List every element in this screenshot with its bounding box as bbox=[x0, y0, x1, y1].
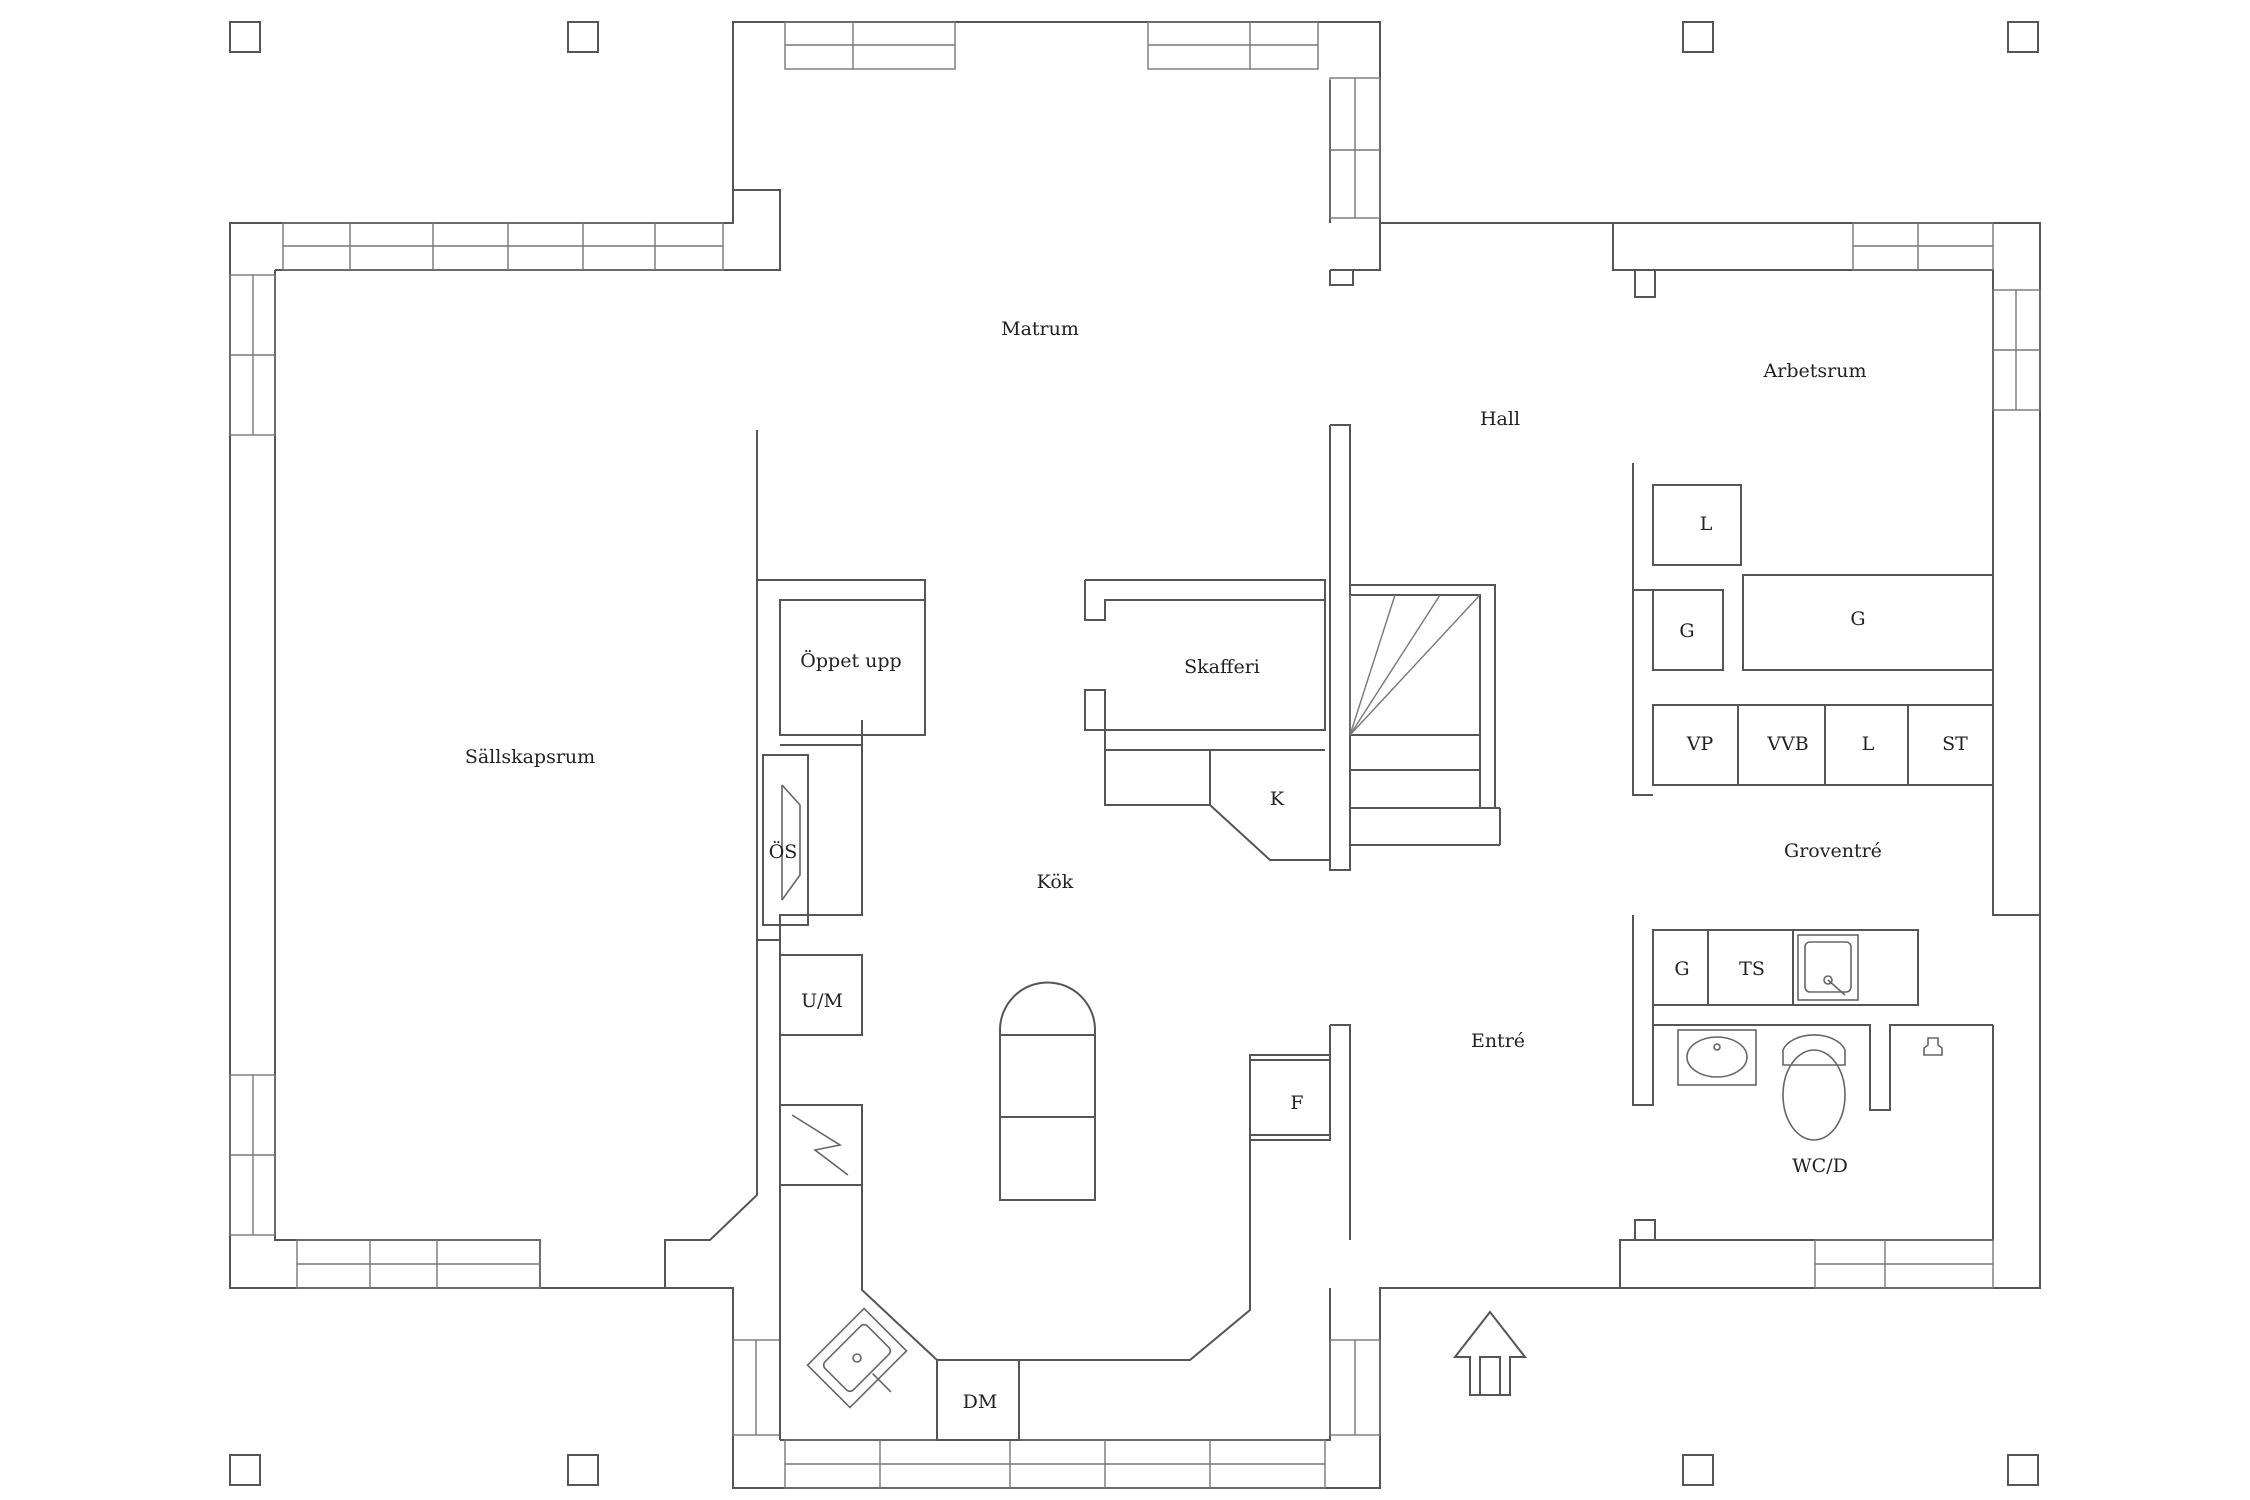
utility-row bbox=[1652, 704, 1994, 786]
stair-wall bbox=[1329, 424, 1351, 871]
closet-g2 bbox=[1742, 574, 1994, 671]
kitchen bbox=[756, 579, 1331, 1441]
fixture-label-st: ST bbox=[1942, 733, 1968, 755]
skafferi-walls bbox=[1084, 579, 1326, 751]
fixture-label-ts: TS bbox=[1739, 958, 1765, 980]
sink-icon bbox=[806, 1307, 908, 1409]
column-marker bbox=[2007, 1454, 2039, 1486]
inner-wall-face bbox=[664, 430, 758, 1288]
inner-wall-face bbox=[1329, 270, 1354, 286]
stove bbox=[779, 1104, 863, 1186]
groventre-wall bbox=[1632, 915, 1654, 1106]
inner-wall-face bbox=[275, 189, 781, 271]
fixture-label-g2: G bbox=[1850, 608, 1865, 630]
fixture-label-g1: G bbox=[1679, 620, 1694, 642]
washbasin-icon bbox=[1677, 1029, 1757, 1086]
stove-icon bbox=[791, 1114, 849, 1176]
inner-wall-face bbox=[1612, 223, 2040, 916]
fireplace bbox=[762, 754, 809, 926]
dishwasher bbox=[936, 1359, 1020, 1441]
arrow-up-icon bbox=[1452, 1310, 1528, 1396]
staircase bbox=[1350, 584, 1496, 809]
room-label-arbetsrum: Arbetsrum bbox=[1763, 360, 1867, 382]
fixture-label-g3: G bbox=[1674, 958, 1689, 980]
inner-wall-face bbox=[1634, 270, 1656, 298]
fixture-label-vp: VP bbox=[1686, 733, 1714, 755]
pantry-stairs bbox=[1084, 424, 1501, 1240]
fixture-label-l1: L bbox=[1700, 513, 1713, 535]
fixture-label-l2: L bbox=[1862, 733, 1875, 755]
windows bbox=[229, 21, 2041, 1489]
utility-sink-icon bbox=[1797, 934, 1859, 1001]
column-marker bbox=[567, 21, 599, 53]
room-label-matrum: Matrum bbox=[1001, 318, 1079, 340]
room-label-hall: Hall bbox=[1480, 408, 1520, 430]
room-label-oppet-upp: Öppet upp bbox=[800, 649, 901, 672]
opening-wall bbox=[757, 579, 926, 736]
groventre-cabinets bbox=[1652, 929, 1919, 1006]
arbetsrum-wall bbox=[1632, 463, 1653, 796]
column-marker bbox=[229, 21, 261, 53]
fixture-label-um: U/M bbox=[801, 990, 843, 1012]
column-marker bbox=[229, 1454, 261, 1486]
room-label-entre: Entré bbox=[1471, 1030, 1525, 1052]
room-label-groventre: Groventré bbox=[1784, 840, 1882, 862]
room-label-sallskapsrum: Sällskapsrum bbox=[465, 746, 595, 768]
fixture-label-dm: DM bbox=[963, 1391, 998, 1413]
fixture-label-f: F bbox=[1290, 1092, 1303, 1114]
inner-wall-face bbox=[1330, 223, 1381, 271]
entre-wall bbox=[1330, 1024, 1351, 1240]
fixture-label-vvb: VVB bbox=[1766, 733, 1808, 755]
wc-wall bbox=[1653, 1024, 1993, 1111]
room-label-skafferi: Skafferi bbox=[1184, 656, 1260, 678]
room-label-kok: Kök bbox=[1037, 871, 1074, 893]
toilet-icon bbox=[1782, 1034, 1846, 1141]
room-label-wcd: WC/D bbox=[1792, 1155, 1848, 1177]
column-marker bbox=[2007, 21, 2039, 53]
f-closet bbox=[1249, 1054, 1331, 1136]
column-marker bbox=[1682, 21, 1714, 53]
k-closet bbox=[1104, 750, 1330, 861]
outer-wall-outline bbox=[229, 21, 2041, 1489]
inner-wall-face bbox=[274, 270, 541, 1288]
column-markers bbox=[229, 21, 2039, 1486]
kitchen-counter-wall bbox=[779, 720, 863, 1440]
right-rooms bbox=[1632, 463, 1994, 1141]
column-marker bbox=[567, 1454, 599, 1486]
labels: Matrum Hall Arbetsrum Sällskapsrum Öppet… bbox=[465, 318, 1968, 1413]
soap-icon bbox=[1923, 1037, 1943, 1056]
inner-wall-face bbox=[1619, 1025, 1994, 1288]
fixture-label-os: ÖS bbox=[769, 840, 798, 863]
closet-l1 bbox=[1652, 484, 1742, 566]
fixture-label-k: K bbox=[1270, 788, 1285, 810]
inner-wall-face bbox=[1634, 1219, 1656, 1240]
column-marker bbox=[1682, 1454, 1714, 1486]
